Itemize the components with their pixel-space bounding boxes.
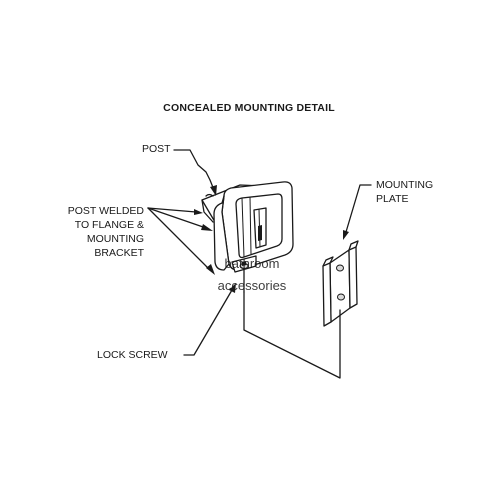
flange-inner-edge: [249, 196, 252, 255]
leader-lock-screw: [183, 289, 233, 356]
watermark-line-2: accessories: [218, 278, 287, 293]
mounting-bracket-slot: [258, 225, 262, 241]
leader-weld-2: [147, 207, 207, 229]
lock-screw-head: [241, 261, 247, 266]
mounting-plate-hole-bottom: [337, 293, 345, 301]
label-post-welded: POST WELDED TO FLANGE & MOUNTING BRACKET: [68, 205, 145, 259]
alignment-line: [243, 291, 341, 379]
mounting-plate: [322, 240, 359, 327]
leader-post-arrowhead: [210, 185, 217, 196]
leader-weld-3: [147, 207, 211, 271]
leader-weld-1-arrowhead: [194, 209, 203, 215]
leader-weld-2-arrowhead: [201, 224, 213, 231]
leader-mounting-plate-arrowhead: [343, 230, 349, 240]
leader-post: [173, 149, 215, 191]
leader-lock-screw-arrowhead: [229, 283, 236, 293]
post-assembly: [201, 181, 294, 293]
label-mounting-plate-line-2: PLATE: [376, 193, 408, 205]
watermark: bathroom accessories: [218, 256, 287, 293]
label-post-welded-line-4: BRACKET: [94, 247, 144, 259]
mounting-plate-top-right: [348, 240, 359, 251]
label-mounting-plate-line-1: MOUNTING: [376, 179, 433, 191]
label-post-welded-line-1: POST WELDED: [68, 205, 145, 217]
leader-weld-1: [147, 207, 197, 213]
flange-inner-edge-left: [241, 197, 245, 258]
label-lock-screw: LOCK SCREW: [97, 349, 168, 361]
leader-weld-3-arrowhead: [206, 264, 215, 275]
mounting-plate-right-flange: [348, 246, 358, 309]
mounting-plate-top-left: [322, 256, 334, 267]
mounting-plate-left-flange: [322, 262, 332, 327]
label-mounting-plate: MOUNTING PLATE: [376, 179, 433, 205]
post-tube-edge: [201, 199, 214, 223]
post-tube-corner: [205, 193, 214, 197]
flange-side: [213, 195, 230, 271]
label-post-welded-line-2: TO FLANGE &: [75, 219, 144, 231]
diagram-title: CONCEALED MOUNTING DETAIL: [163, 102, 335, 114]
watermark-line-1: bathroom: [225, 256, 280, 271]
label-post: POST: [142, 143, 171, 155]
leader-mounting-plate: [345, 184, 372, 233]
leader-lines: [147, 149, 372, 356]
mounting-plate-hole-top: [336, 264, 344, 272]
label-post-welded-line-3: MOUNTING: [87, 233, 144, 245]
